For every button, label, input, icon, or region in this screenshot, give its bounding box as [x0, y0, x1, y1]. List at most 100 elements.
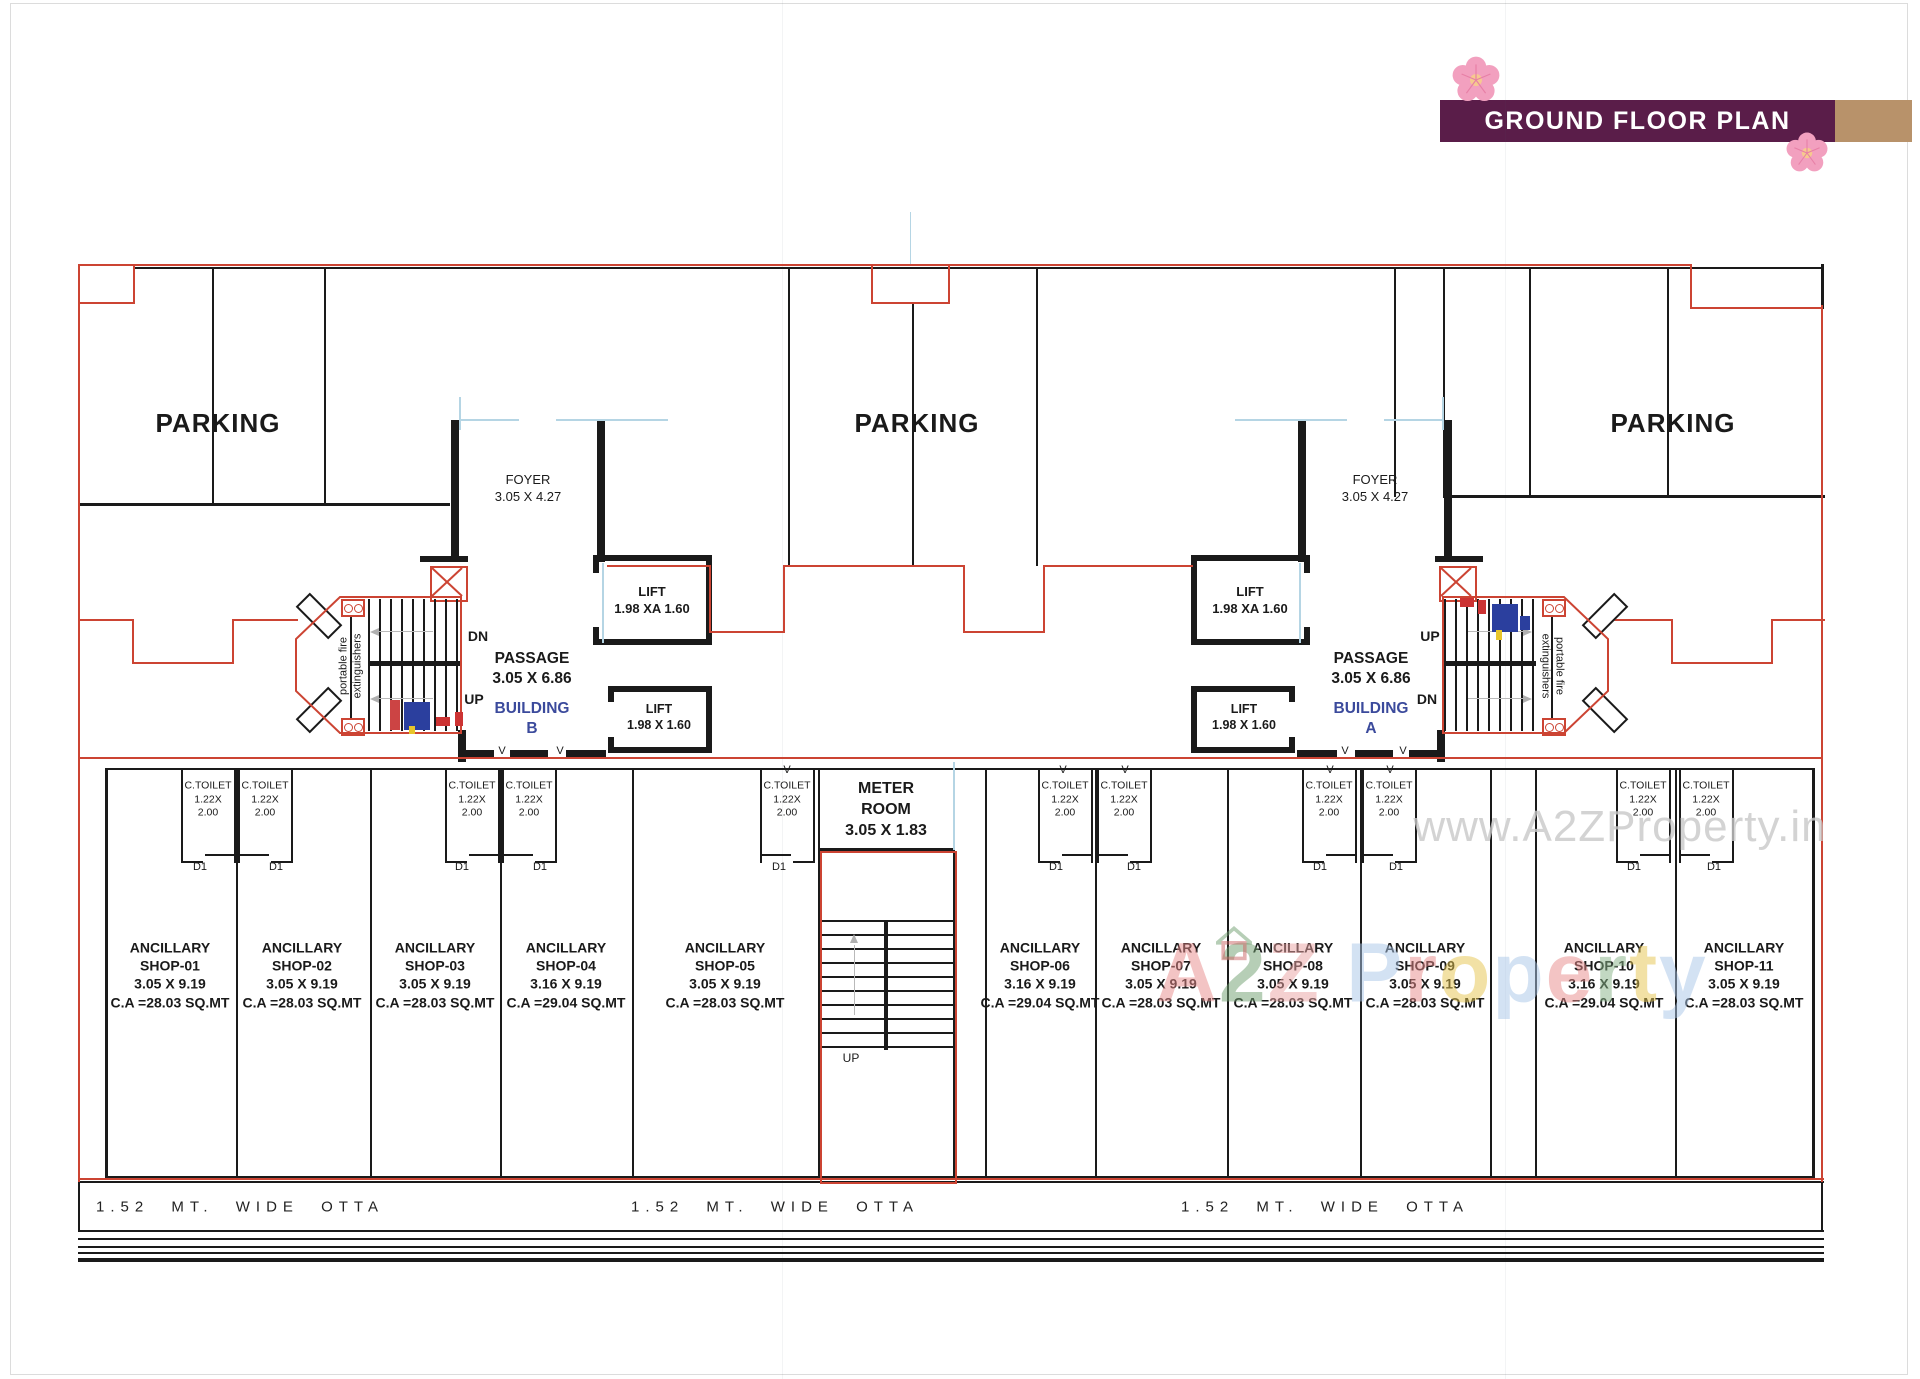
wall [1394, 267, 1396, 497]
stair-flight [1581, 592, 1629, 640]
equipment-symbol [1478, 600, 1486, 614]
red-boundary-line [1671, 619, 1673, 664]
watermark-brand-letter: y [1659, 925, 1708, 1020]
arrow-head-icon [1523, 628, 1532, 636]
toilet-wall [1616, 770, 1618, 863]
room-label: portable fire extinguishers [337, 633, 364, 699]
toilet-label: C.TOILET 1.22X 2.00 [1100, 779, 1148, 819]
wall [1297, 750, 1337, 758]
wall [105, 768, 108, 1180]
door-swing-line [910, 212, 911, 264]
toilet-door-lintel [1099, 854, 1128, 856]
toilet-wall [535, 861, 557, 863]
wall [1289, 737, 1295, 747]
wall [78, 1258, 1824, 1262]
shop-label: ANCILLARY SHOP-10 3.16 X 9.19 C.A =29.04… [1544, 939, 1664, 1011]
wall [105, 1176, 1815, 1178]
toilet-wall [1150, 770, 1152, 863]
shop-partition-wall [1227, 770, 1229, 1180]
room-label: PASSAGE 3.05 X 6.86 [1331, 649, 1411, 687]
room-label: PARKING [1610, 408, 1736, 439]
toilet-door-lintel [762, 854, 791, 856]
ventilation-mark: V [556, 744, 564, 757]
toilet-wall [555, 770, 557, 863]
wall [1821, 1181, 1823, 1232]
ventilation-mark: V [1121, 763, 1129, 776]
door-swing-line [556, 419, 668, 421]
toilet-label: C.TOILET 1.22X 2.00 [1682, 779, 1730, 819]
door-swing-line [459, 397, 461, 430]
red-boundary-line [78, 264, 1692, 266]
fire-extinguisher-box [1542, 599, 1566, 617]
shop-partition-wall [985, 770, 987, 1180]
door-swing-line [602, 563, 604, 643]
room-label: portable fire extinguishers [1539, 633, 1566, 699]
shop-partition-wall [1675, 770, 1677, 1180]
toilet-wall [181, 861, 203, 863]
wall [1812, 768, 1815, 1180]
door-tag: D1 [771, 860, 787, 873]
central-stair-enclosure [820, 851, 957, 1184]
wall [1667, 267, 1669, 497]
toilet-label: C.TOILET 1.22X 2.00 [1619, 779, 1667, 819]
shaft-box [1439, 566, 1477, 602]
shop-label: ANCILLARY SHOP-05 3.05 X 9.19 C.A =28.03… [665, 939, 785, 1011]
wall [608, 747, 712, 753]
wall [1191, 747, 1295, 753]
equipment-symbol [390, 700, 400, 730]
shop-partition-wall [953, 770, 955, 1180]
wall [466, 750, 494, 758]
shop-label: ANCILLARY SHOP-01 3.05 X 9.19 C.A =28.03… [110, 939, 230, 1011]
wall [1304, 561, 1310, 573]
toilet-wall [234, 770, 236, 863]
wall [1821, 264, 1824, 309]
toilet-label: C.TOILET 1.22X 2.00 [1365, 779, 1413, 819]
shop-label: ANCILLARY SHOP-08 3.05 X 9.19 C.A =28.03… [1233, 939, 1353, 1011]
toilet-door-lintel [469, 854, 498, 856]
arrow-line [1468, 698, 1523, 699]
red-boundary-line [1771, 619, 1773, 664]
toilet-label: C.TOILET 1.22X 2.00 [1305, 779, 1353, 819]
toilet-wall [181, 770, 183, 863]
room-label: PASSAGE 3.05 X 6.86 [492, 649, 572, 687]
wall [135, 267, 1823, 269]
shop-label: ANCILLARY SHOP-11 3.05 X 9.19 C.A =28.03… [1684, 939, 1804, 1011]
room-label: 1.52 MT. WIDE OTTA [631, 1198, 919, 1216]
red-boundary-line [132, 619, 134, 664]
red-boundary-line [1043, 565, 1193, 567]
room-label: 1.52 MT. WIDE OTTA [96, 1198, 384, 1216]
wall [78, 1181, 80, 1232]
red-boundary-line [783, 565, 965, 567]
wall [1304, 627, 1310, 639]
wall [912, 303, 914, 566]
wall [1437, 730, 1445, 762]
toilet-wall [1616, 861, 1638, 863]
red-boundary-line [232, 619, 298, 621]
red-boundary-line [78, 1178, 1824, 1180]
red-boundary-line [948, 266, 950, 304]
shop-label: ANCILLARY SHOP-06 3.16 X 9.19 C.A =29.04… [980, 939, 1100, 1011]
wall [593, 627, 599, 639]
toilet-wall [1302, 770, 1304, 863]
shaft-box [430, 566, 468, 602]
fire-extinguisher-box [341, 718, 365, 736]
wall [1444, 420, 1452, 562]
room-label: LIFT 1.98 XA 1.60 [614, 584, 690, 616]
wall [1298, 420, 1306, 562]
watermark-brand: A2Z Property [1156, 925, 1708, 1022]
red-boundary-line [871, 302, 950, 304]
toilet-label: C.TOILET 1.22X 2.00 [763, 779, 811, 819]
room-label: DN [1416, 690, 1438, 707]
door-tag: D1 [1048, 860, 1064, 873]
shop-partition-wall [500, 770, 502, 1180]
ventilation-mark: V [783, 763, 791, 776]
title-banner: GROUND FLOOR PLAN [1440, 100, 1835, 142]
red-boundary-line [78, 619, 134, 621]
room-label: FOYER 3.05 X 4.27 [1341, 472, 1409, 504]
red-boundary-line [1771, 619, 1825, 621]
room-label: FOYER 3.05 X 4.27 [494, 472, 562, 504]
wall [608, 737, 614, 747]
door-swing-line [1384, 419, 1442, 421]
room-label: DN [467, 627, 489, 644]
red-boundary-line [963, 565, 965, 633]
